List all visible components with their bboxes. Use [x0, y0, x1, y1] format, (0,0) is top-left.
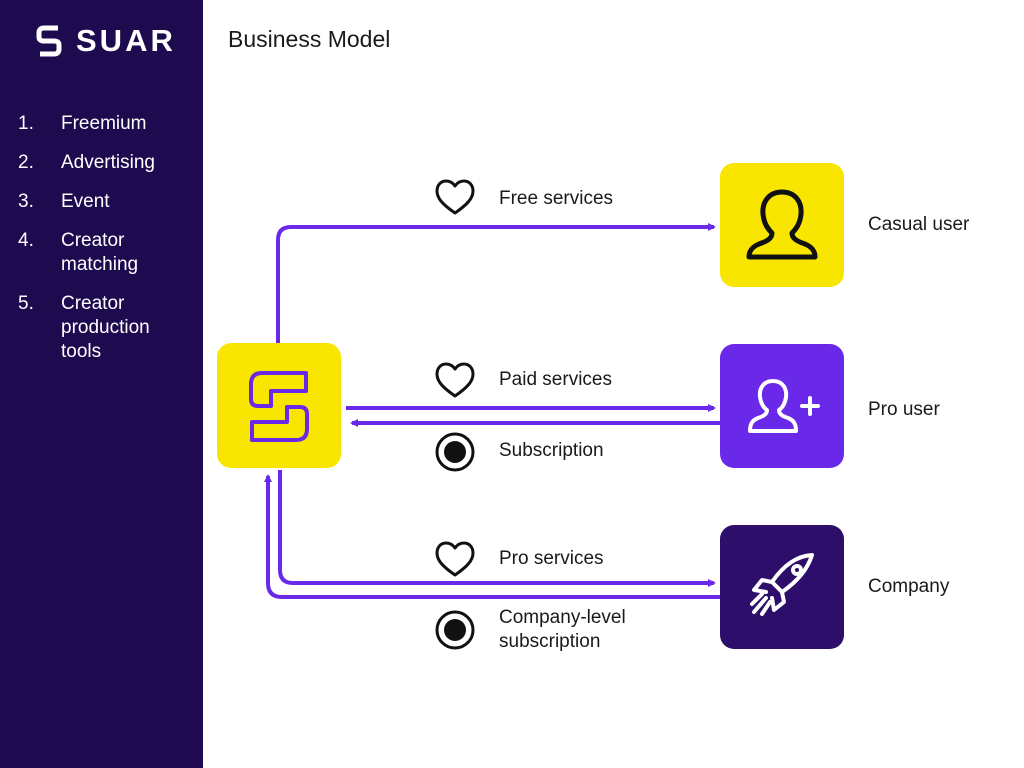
flow-arrows [264, 223, 720, 599]
logo-text: SUAR [76, 23, 176, 58]
company-node [720, 525, 844, 649]
coin-icon [435, 610, 475, 650]
coin-icon [435, 432, 475, 472]
suar-hub-node [217, 343, 341, 468]
heart-icon [435, 362, 475, 398]
casual-user-label: Casual user [868, 214, 970, 235]
sidebar-nav: 1. Freemium 2. Advertising 3. Event 4. C… [0, 112, 203, 379]
nav-item-label: Creator production tools [61, 293, 150, 362]
pro-services-label: Pro services [499, 548, 604, 569]
heart-icon [435, 541, 475, 577]
arrow-pro-services [278, 470, 716, 587]
subscription-label: Subscription [499, 440, 604, 461]
suar-hub-icon [249, 371, 309, 442]
rocket-icon [750, 553, 814, 616]
nav-item-label: Creator matching [61, 230, 139, 275]
casual-user-node [720, 163, 844, 287]
nav-item-label: Event [61, 191, 110, 212]
user-icon [746, 189, 818, 260]
nav-item-number: 2. [18, 152, 34, 173]
nav-item-number: 5. [18, 293, 34, 314]
nav-item-number: 1. [18, 113, 34, 134]
paid-services-label: Paid services [499, 369, 612, 390]
nav-item-label: Advertising [61, 152, 155, 173]
suar-logo-icon [36, 25, 62, 57]
pro-user-node [720, 344, 844, 468]
company-label: Company [868, 576, 950, 597]
nav-item-creator-production-tools: 5. Creator production tools [0, 292, 203, 364]
company-subscription-label: Company-level subscription [499, 607, 626, 652]
page-title: Business Model [228, 26, 391, 52]
heart-icon [435, 179, 475, 215]
nav-item-creator-matching: 4. Creator matching [0, 229, 203, 277]
free-services-label: Free services [499, 188, 614, 209]
arrow-free-services [276, 223, 716, 344]
suar-logo: SUAR [36, 24, 176, 58]
pro-user-label: Pro user [868, 399, 940, 420]
nav-item-number: 4. [18, 230, 34, 251]
nav-item-number: 3. [18, 191, 34, 212]
user-plus-icon [748, 379, 820, 433]
nav-item-label: Freemium [61, 113, 147, 134]
nav-item-freemium: 1. Freemium [0, 112, 203, 136]
sidebar: SUAR 1. Freemium 2. Advertising 3. Event… [0, 0, 203, 768]
arrow-company-subscription [264, 474, 720, 599]
nav-item-advertising: 2. Advertising [0, 151, 203, 175]
nav-item-event: 3. Event [0, 190, 203, 214]
